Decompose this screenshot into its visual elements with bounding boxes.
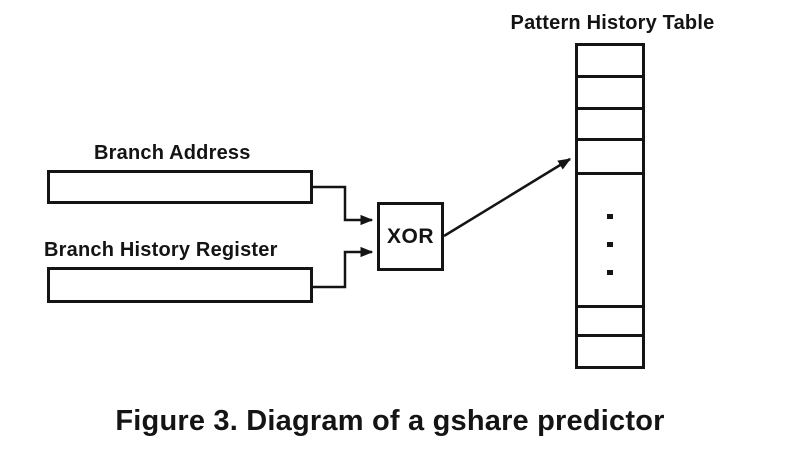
branch-history-to-xor-arrow (312, 246, 374, 289)
pht-entry-cell (578, 110, 642, 141)
pht-entry-cell (578, 78, 642, 110)
pht-entry-cell (578, 308, 642, 337)
branch-address-register (47, 170, 313, 204)
xor-box: XOR (377, 202, 444, 271)
figure-caption: Figure 3. Diagram of a gshare predictor (115, 405, 665, 437)
xor-label: XOR (386, 224, 434, 248)
pattern-history-table-label: Pattern History Table (510, 12, 715, 34)
pht-ellipsis-cell (578, 175, 642, 308)
branch-address-label: Branch Address (94, 142, 251, 164)
branch-address-to-xor-arrow (312, 185, 374, 226)
ellipsis-dot (607, 213, 613, 219)
branch-history-register-label: Branch History Register (44, 239, 278, 261)
pattern-history-table (575, 43, 645, 369)
xor-to-table-arrow (443, 157, 572, 238)
pht-entry-cell (578, 46, 642, 78)
branch-history-register (47, 267, 313, 303)
ellipsis-dot (607, 269, 613, 275)
pht-entry-cell (578, 337, 642, 366)
ellipsis-dot (607, 241, 613, 247)
pht-entry-cell (578, 141, 642, 175)
